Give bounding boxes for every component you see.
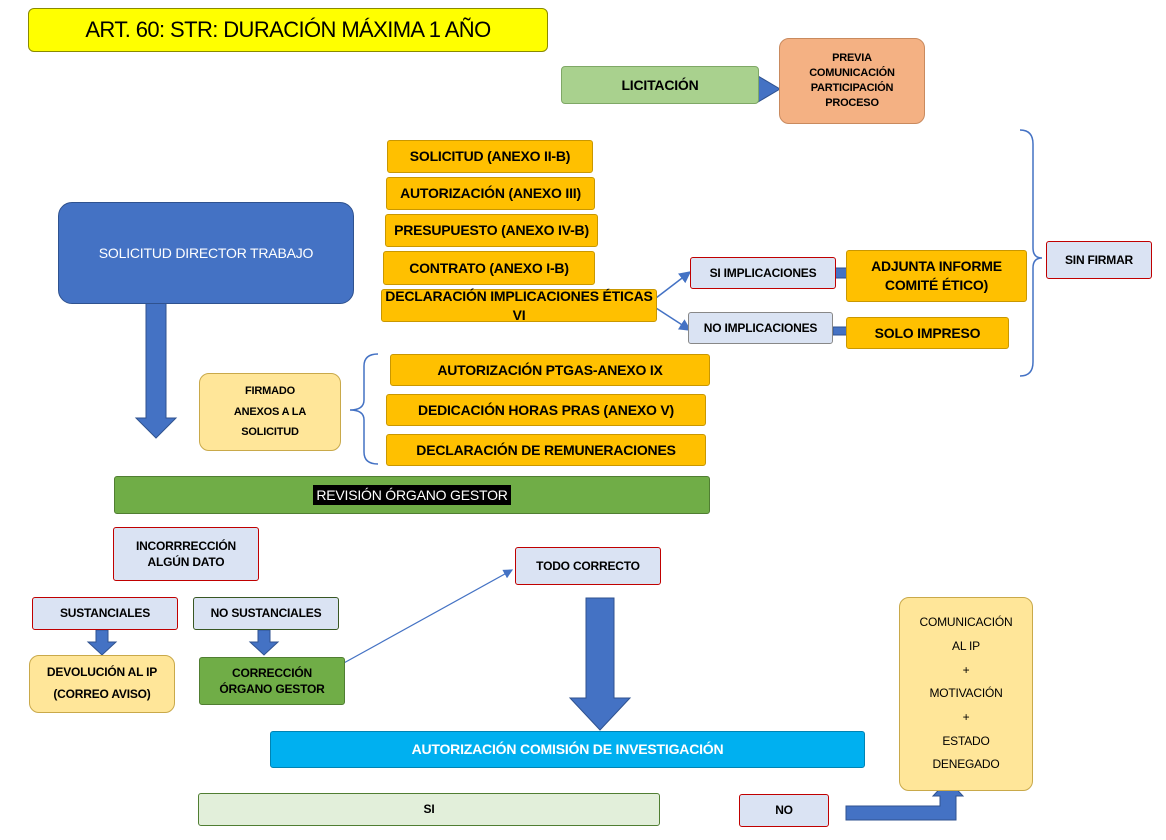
- sin-firmar-box: SIN FIRMAR: [1046, 241, 1152, 279]
- si-implicaciones-box: SI IMPLICACIONES: [690, 257, 836, 289]
- adjunta-line-2: COMITÉ ÉTICO): [884, 277, 989, 293]
- previa-comunicacion-box: PREVIA COMUNICACIÓN PARTICIPACIÓN PROCES…: [779, 38, 925, 124]
- brace-sin-firmar: [1019, 129, 1043, 377]
- comunicacion-line-4: ESTADO: [942, 733, 990, 748]
- line-to-no-implicaciones: [655, 307, 692, 331]
- firmado-line-2: ANEXOS A LA: [233, 405, 307, 418]
- anexo-contrato: CONTRATO (ANEXO I-B): [383, 251, 595, 285]
- no-box: NO: [739, 794, 829, 827]
- incorreccion-line-2: ALGÚN DATO: [147, 555, 225, 569]
- correccion-line-1: CORRECCIÓN: [231, 665, 312, 680]
- page-title: ART. 60: STR: DURACIÓN MÁXIMA 1 AÑO: [28, 8, 548, 52]
- previa-line-3: PARTICIPACIÓN: [810, 82, 894, 94]
- previa-line-4: PROCESO: [825, 96, 879, 109]
- arrow-sustanciales-down: [86, 629, 118, 656]
- incorreccion-line-1: INCORRRECCIÓN: [135, 538, 237, 553]
- anexo-autorizacion: AUTORIZACIÓN (ANEXO III): [386, 177, 595, 210]
- comunicacion-line-5: DENEGADO: [932, 757, 1000, 772]
- si-box: SI: [198, 793, 660, 826]
- adjunta-informe-box: ADJUNTA INFORME COMITÉ ÉTICO): [846, 250, 1027, 302]
- arrow-no-sustanciales-down: [248, 629, 280, 656]
- devolucion-line-1: DEVOLUCIÓN AL IP: [46, 665, 158, 680]
- anexo-declaracion-eticas: DECLARACIÓN IMPLICACIONES ÉTICAS VI: [381, 288, 657, 323]
- incorreccion-box: INCORRRECCIÓN ALGÚN DATO: [113, 527, 259, 581]
- previa-line-2: COMUNICACIÓN: [809, 67, 895, 80]
- firmado-anexos-box: FIRMADO ANEXOS A LA SOLICITUD: [199, 373, 341, 451]
- revision-label: REVISIÓN ÓRGANO GESTOR: [313, 484, 511, 506]
- line-correccion-todo-correcto: [341, 569, 514, 665]
- brace-firmado: [349, 353, 379, 465]
- no-implicaciones-box: NO IMPLICACIONES: [688, 312, 833, 344]
- licitacion-box: LICITACIÓN: [561, 66, 759, 104]
- anexo-solicitud: SOLICITUD (ANEXO II-B): [387, 140, 593, 173]
- previa-line-1: PREVIA: [832, 52, 872, 65]
- adjunta-line-1: ADJUNTA INFORME: [871, 258, 1002, 275]
- revision-organo-gestor-box: REVISIÓN ÓRGANO GESTOR: [114, 476, 710, 514]
- correccion-line-2: ÓRGANO GESTOR: [219, 682, 325, 696]
- todo-correcto-box: TODO CORRECTO: [515, 547, 661, 585]
- arrow-todo-correcto-down: [568, 597, 632, 731]
- anexo-dedicacion-horas: DEDICACIÓN HORAS PRAS (ANEXO V): [386, 394, 706, 426]
- comunicacion-line-2: AL IP: [952, 638, 980, 653]
- comunicacion-plus-2: +: [962, 709, 970, 724]
- comunicacion-plus-1: +: [962, 662, 970, 677]
- comunicacion-ip-box: COMUNICACIÓN AL IP + MOTIVACIÓN + ESTADO…: [899, 597, 1033, 791]
- solo-impreso-box: SOLO IMPRESO: [846, 317, 1009, 349]
- devolucion-box: DEVOLUCIÓN AL IP (CORREO AVISO): [29, 655, 175, 713]
- comunicacion-line-1: COMUNICACIÓN: [919, 615, 1013, 630]
- sustanciales-box: SUSTANCIALES: [32, 597, 178, 630]
- anexo-presupuesto: PRESUPUESTO (ANEXO IV-B): [385, 214, 598, 247]
- line-to-si-implicaciones: [655, 271, 692, 299]
- anexo-autorizacion-ptgas: AUTORIZACIÓN PTGAS-ANEXO IX: [390, 354, 710, 386]
- comunicacion-line-3: MOTIVACIÓN: [929, 686, 1003, 701]
- autorizacion-comision-box: AUTORIZACIÓN COMISIÓN DE INVESTIGACIÓN: [270, 731, 865, 768]
- no-sustanciales-box: NO SUSTANCIALES: [193, 597, 339, 630]
- anexo-declaracion-remuneraciones: DECLARACIÓN DE REMUNERACIONES: [386, 434, 706, 466]
- firmado-line-1: FIRMADO: [245, 384, 295, 397]
- devolucion-line-2: (CORREO AVISO): [53, 687, 151, 701]
- solicitud-director-box: SOLICITUD DIRECTOR TRABAJO: [58, 202, 354, 304]
- firmado-line-3: SOLICITUD: [241, 426, 299, 439]
- correccion-box: CORRECCIÓN ÓRGANO GESTOR: [199, 657, 345, 705]
